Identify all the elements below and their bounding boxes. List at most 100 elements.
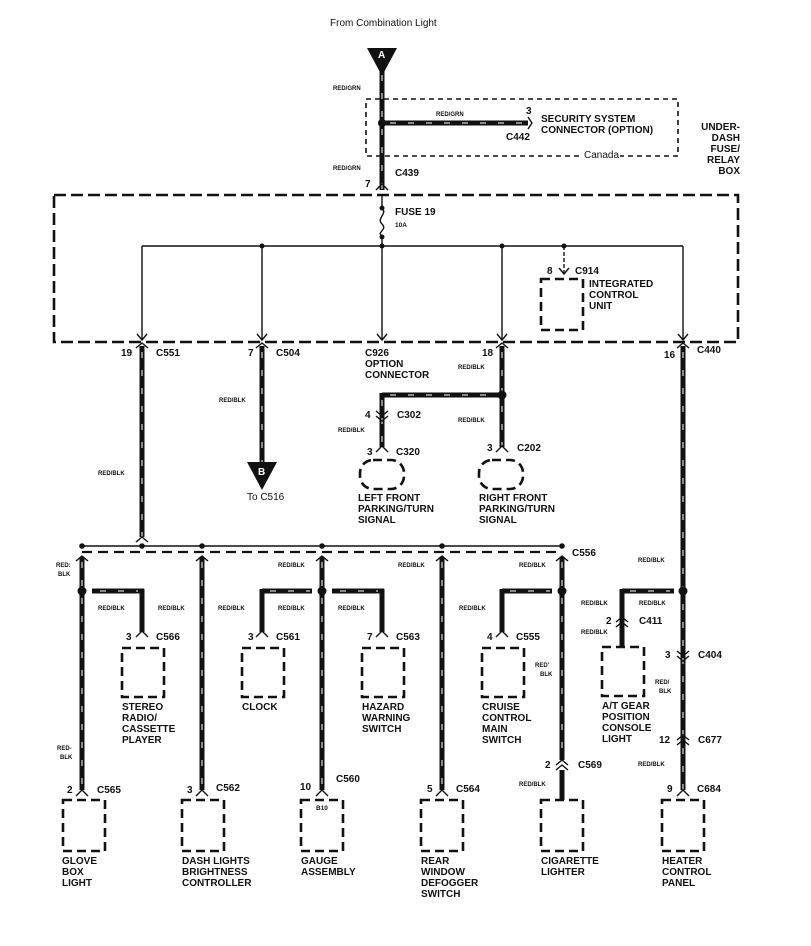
splice-node [497, 390, 507, 400]
wire-label: RED/BLK [581, 601, 608, 607]
wire-cruise [499, 588, 552, 632]
svg-text:SWITCH: SWITCH [362, 724, 401, 735]
left-front-parking-label: LEFT FRONT PARKING/TURN SIGNAL [358, 493, 434, 526]
connector-c404 [676, 650, 690, 662]
wire-label: RED: [56, 563, 71, 569]
wire-label: RED/BLK [519, 782, 546, 788]
pin-number: 2 [606, 616, 612, 627]
svg-text:B: B [258, 467, 265, 478]
clock-label: CLOCK [242, 702, 278, 713]
connector-label: C569 [578, 760, 602, 771]
rear-defogger-switch-box [419, 798, 465, 853]
pin-number: 3 [665, 650, 671, 661]
svg-text:RIGHT FRONT: RIGHT FRONT [479, 493, 547, 504]
to-c516-label: To C516 [247, 492, 285, 503]
wire-c551 [135, 342, 149, 537]
wire-label: RED/BLK [581, 630, 608, 636]
fuse-19-symbol [379, 195, 385, 246]
source-label: From Combination Light [330, 18, 437, 29]
wire-c504 [255, 342, 269, 462]
pin-number: 4 [487, 632, 493, 643]
wire-label: RED/BLK [458, 365, 485, 371]
svg-text:DEFOGGER: DEFOGGER [421, 878, 479, 889]
connector-label: C202 [517, 443, 541, 454]
wire-label: RED/BLK [338, 428, 365, 434]
connector-label: C564 [456, 784, 480, 795]
svg-text:DASH: DASH [712, 133, 740, 144]
connector-label: C320 [396, 447, 420, 458]
cruise-switch-box [480, 646, 526, 699]
defogger-label: REAR WINDOW DEFOGGER SWITCH [421, 856, 479, 900]
canada-option-box [365, 98, 679, 157]
svg-text:LIGHT: LIGHT [602, 734, 632, 745]
svg-text:CIGARETTE: CIGARETTE [541, 856, 599, 867]
svg-text:LIGHTER: LIGHTER [541, 867, 586, 878]
glove-box-light-box [61, 798, 107, 853]
hazard-switch-box [360, 646, 406, 699]
wire-label: RED/BLK [458, 418, 485, 424]
wire-label: RED/ [655, 680, 670, 686]
connector-label: C302 [397, 410, 421, 421]
svg-text:SWITCH: SWITCH [482, 735, 521, 746]
gauge-label: GAUGE ASSEMBLY [301, 856, 356, 878]
svg-text:PARKING/TURN: PARKING/TURN [358, 504, 434, 515]
wire-label: RED/GRN [333, 166, 361, 172]
right-front-parking-turn-signal [477, 458, 525, 491]
svg-text:UNIT: UNIT [589, 301, 612, 312]
svg-text:GAUGE: GAUGE [301, 856, 338, 867]
connector-c439 [375, 183, 389, 191]
wire-atgear [619, 588, 674, 648]
gauge-pin-label: B10 [316, 805, 328, 812]
svg-text:UNDER-: UNDER- [701, 122, 740, 133]
svg-text:HEATER: HEATER [662, 856, 703, 867]
connector-label: C411 [639, 616, 663, 627]
heater-label: HEATER CONTROL PANEL [662, 856, 711, 889]
connector-b-symbol: B [247, 462, 277, 490]
pin-number: 3 [367, 447, 373, 458]
glove-label: GLOVE BOX LIGHT [62, 856, 97, 889]
gauge-assembly-box [299, 798, 345, 853]
relay-box-label: UNDER- DASH FUSE/ RELAY BOX [701, 122, 740, 177]
svg-text:SWITCH: SWITCH [421, 889, 460, 900]
wire-label: RED/BLK [219, 398, 246, 404]
connector-label: C926 [365, 348, 389, 359]
svg-text:CONSOLE: CONSOLE [602, 723, 652, 734]
svg-text:A: A [378, 50, 385, 61]
svg-text:REAR: REAR [421, 856, 450, 867]
wire-stereo [92, 588, 145, 632]
wire-label: BLK [540, 672, 553, 678]
wire-label: RED/BLK [278, 606, 305, 612]
svg-text:ASSEMBLY: ASSEMBLY [301, 867, 356, 878]
atgear-label: A/T GEAR POSITION CONSOLE LIGHT [602, 701, 652, 745]
pin-number: 3 [526, 106, 532, 117]
connector-label: C677 [698, 735, 722, 746]
connector-label: C440 [697, 345, 721, 356]
pin-number: 18 [482, 348, 494, 359]
svg-text:DASH LIGHTS: DASH LIGHTS [182, 856, 250, 867]
wire-label: BLK [60, 755, 73, 761]
pin-number: 10 [300, 782, 312, 793]
pin-number: 7 [367, 632, 373, 643]
icu-label: INTEGRATED CONTROL UNIT [589, 279, 653, 312]
fuse-rating: 10A [395, 222, 407, 229]
option-connector-label: CONNECTOR [365, 370, 430, 381]
wire-security [382, 116, 533, 130]
clock-box [240, 646, 286, 699]
svg-text:CONNECTOR (OPTION): CONNECTOR (OPTION) [541, 125, 653, 136]
svg-text:WINDOW: WINDOW [421, 867, 465, 878]
pin-number: 7 [365, 179, 371, 190]
wire-label: RED/BLK [98, 606, 125, 612]
cruise-label: CRUISE CONTROL MAIN SWITCH [482, 702, 531, 746]
svg-text:PARKING/TURN: PARKING/TURN [479, 504, 555, 515]
integrated-control-unit-box [539, 277, 585, 332]
svg-text:CONTROL: CONTROL [589, 290, 638, 301]
connector-a-symbol: A [367, 48, 397, 76]
left-front-parking-turn-signal [358, 458, 406, 491]
connector-label: C914 [575, 266, 599, 277]
svg-text:PANEL: PANEL [662, 878, 695, 889]
svg-text:BOX: BOX [718, 166, 740, 177]
pin-number: 9 [667, 784, 673, 795]
pin-number: 5 [427, 784, 433, 795]
connector-label: C439 [395, 168, 419, 179]
svg-text:RELAY: RELAY [707, 155, 740, 166]
